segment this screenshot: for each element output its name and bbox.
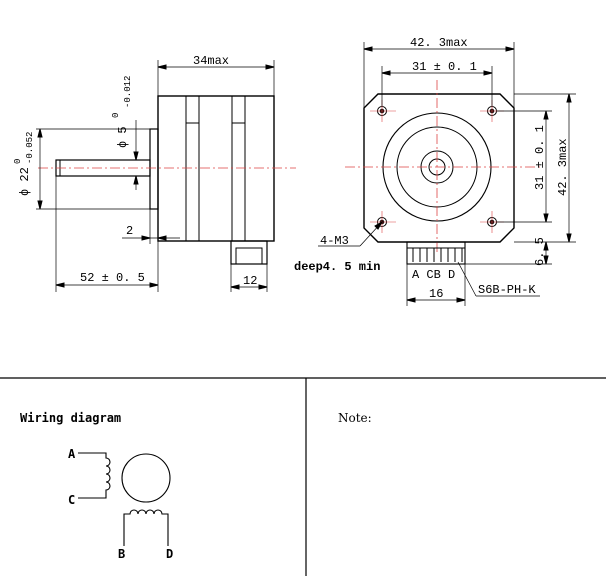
shaft-tol-lower: -0.012 xyxy=(123,76,133,108)
motor-body-side xyxy=(157,95,275,242)
wiring-title: Wiring diagram xyxy=(20,411,121,425)
wiring-label-c: C xyxy=(68,493,75,507)
boss-height-label: 2 xyxy=(126,224,133,238)
shaft-length-label: 52 ± 0. 5 xyxy=(80,271,145,285)
wiring-label-a: A xyxy=(68,447,76,461)
rotor-icon xyxy=(121,453,171,503)
side-view xyxy=(36,60,296,292)
shaft-dia-label: ϕ 5 xyxy=(116,126,130,148)
boss-tol-upper: 0 xyxy=(13,159,23,164)
body-groove-top xyxy=(185,96,200,124)
flange-front xyxy=(363,93,515,243)
body-groove-top-2 xyxy=(231,96,246,124)
boss-side xyxy=(149,128,159,210)
wiring-label-d: D xyxy=(166,547,173,561)
hole-spacing-h-label: 31 ± 0. 1 xyxy=(412,60,477,74)
note-label: Note: xyxy=(338,411,372,425)
connector-front xyxy=(406,241,466,265)
wiring-label-b: B xyxy=(118,547,125,561)
holes-4m3-label: 4-M3 xyxy=(320,234,349,248)
bottom-frame xyxy=(0,377,606,576)
hole-spacing-v-label: 31 ± 0. 1 xyxy=(533,125,547,190)
front-view xyxy=(318,42,576,306)
depth-label: deep4. 5 min xyxy=(294,260,380,274)
connector-16-label: 16 xyxy=(429,287,443,301)
pins-label: A CB D xyxy=(412,268,455,282)
shaft-tol-upper: 0 xyxy=(111,113,121,118)
coil-ac-icon xyxy=(78,452,111,499)
height-42-label: 42. 3max xyxy=(556,138,570,196)
connector-12-label: 12 xyxy=(243,274,257,288)
offset-6-5-label: 6. 5 xyxy=(533,237,547,266)
connector-model-label: S6B-PH-K xyxy=(478,283,536,297)
boss-tol-lower: -0.052 xyxy=(25,132,35,164)
length-34max-label: 34max xyxy=(193,54,229,68)
boss-dia-label: ϕ 22 xyxy=(18,167,32,196)
coil-bd-icon xyxy=(123,509,169,546)
wiring-diagram xyxy=(78,452,171,546)
width-42-label: 42. 3max xyxy=(410,36,468,50)
